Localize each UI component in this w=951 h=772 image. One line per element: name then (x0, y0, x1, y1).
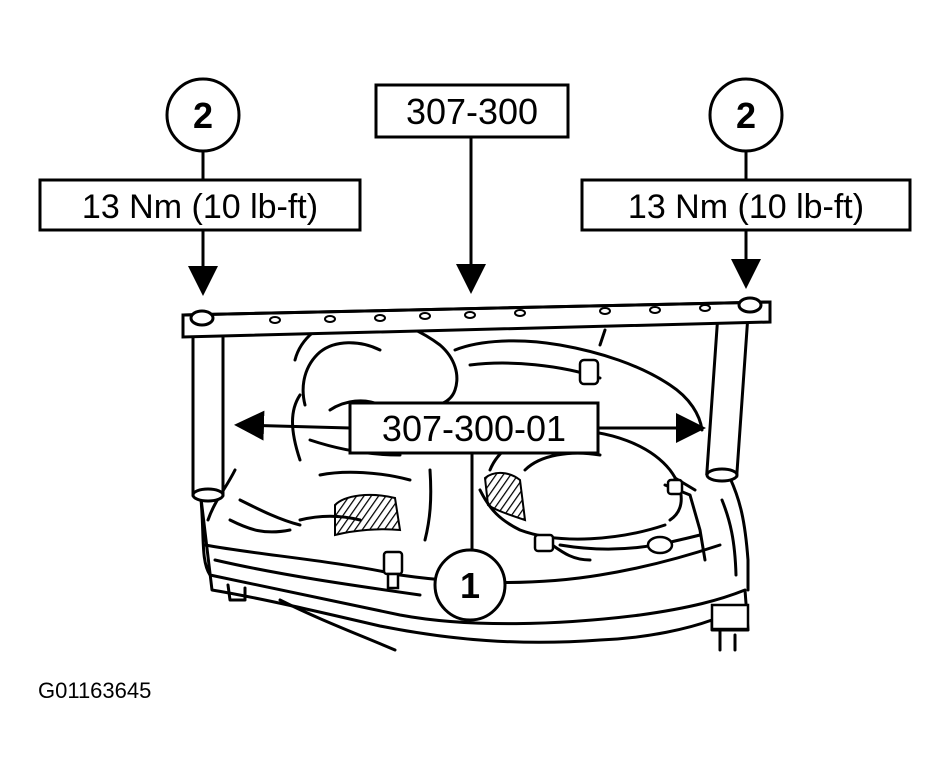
support-leg-right (705, 317, 750, 483)
tool-bar-text: 307-300 (406, 91, 538, 132)
callout-2-left: 2 (165, 77, 241, 153)
gear-teeth-hatch-right (483, 472, 527, 522)
cross-bar (181, 300, 772, 339)
callout-1-text: 1 (460, 565, 480, 606)
tool-label-bar: 307-300 (374, 83, 570, 139)
callout-2-left-text: 2 (193, 95, 213, 136)
callout-2-right: 2 (708, 77, 784, 153)
tool-legs-text: 307-300-01 (382, 408, 566, 449)
figure-id: G01163645 (38, 678, 151, 703)
bar-bolts (189, 296, 763, 327)
torque-left-text: 13 Nm (10 lb-ft) (82, 188, 318, 226)
tool-label-legs: 307-300-01 (348, 401, 600, 455)
housing-fittings (382, 358, 750, 631)
torque-box-left: 13 Nm (10 lb-ft) (38, 178, 362, 232)
callout-1: 1 (433, 548, 507, 622)
support-leg-left (191, 328, 225, 503)
gear-teeth-hatch-left (334, 493, 402, 537)
callout-2-right-text: 2 (736, 95, 756, 136)
cross-bar-holes (269, 304, 711, 324)
torque-box-right: 13 Nm (10 lb-ft) (580, 178, 912, 232)
torque-right-text: 13 Nm (10 lb-ft) (628, 188, 864, 226)
leader-lines (188, 137, 761, 555)
